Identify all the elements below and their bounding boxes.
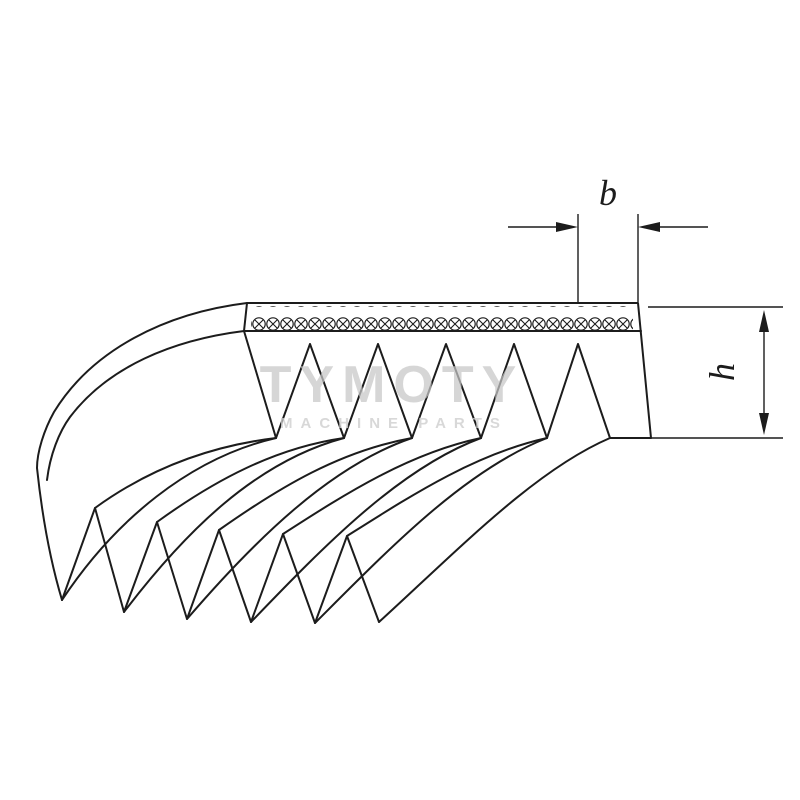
dimension-b-label: b [599, 173, 617, 213]
watermark: TYMOTY MACHINE PARTS [260, 356, 525, 432]
rib-sweep-curve [314, 437, 548, 624]
rib-sweep-curve [378, 437, 611, 623]
rib-sweep-curve [346, 437, 548, 537]
watermark-title: TYMOTY [260, 356, 525, 414]
rib-sweep-curve [156, 437, 345, 523]
rib-sweep-curve [123, 437, 345, 613]
h-arrowhead-bottom [759, 413, 769, 435]
dimension-b: b [508, 173, 708, 302]
belt-outer-edge-curve [36, 302, 248, 601]
rib-sweep-curve [186, 437, 413, 620]
perspective-belt-body [36, 302, 611, 624]
rib-sweep-curve [61, 437, 277, 601]
b-arrowhead-left [556, 222, 578, 232]
rib-sweep-curve [218, 437, 413, 531]
dimension-h-label: h [702, 363, 742, 381]
crosshatch-band [251, 306, 633, 330]
rib-sweep-curve [94, 437, 277, 509]
belt-cross-section [243, 302, 652, 439]
h-arrowhead-top [759, 310, 769, 332]
belt-band-bottom-curve [46, 330, 245, 481]
b-arrowhead-right [638, 222, 660, 232]
rib-sweep-curve [250, 437, 482, 623]
cross-section-outline [243, 302, 652, 439]
dimension-h: h [648, 306, 783, 439]
rib-sweep-curve [282, 437, 482, 535]
watermark-subtitle: MACHINE PARTS [280, 415, 508, 432]
